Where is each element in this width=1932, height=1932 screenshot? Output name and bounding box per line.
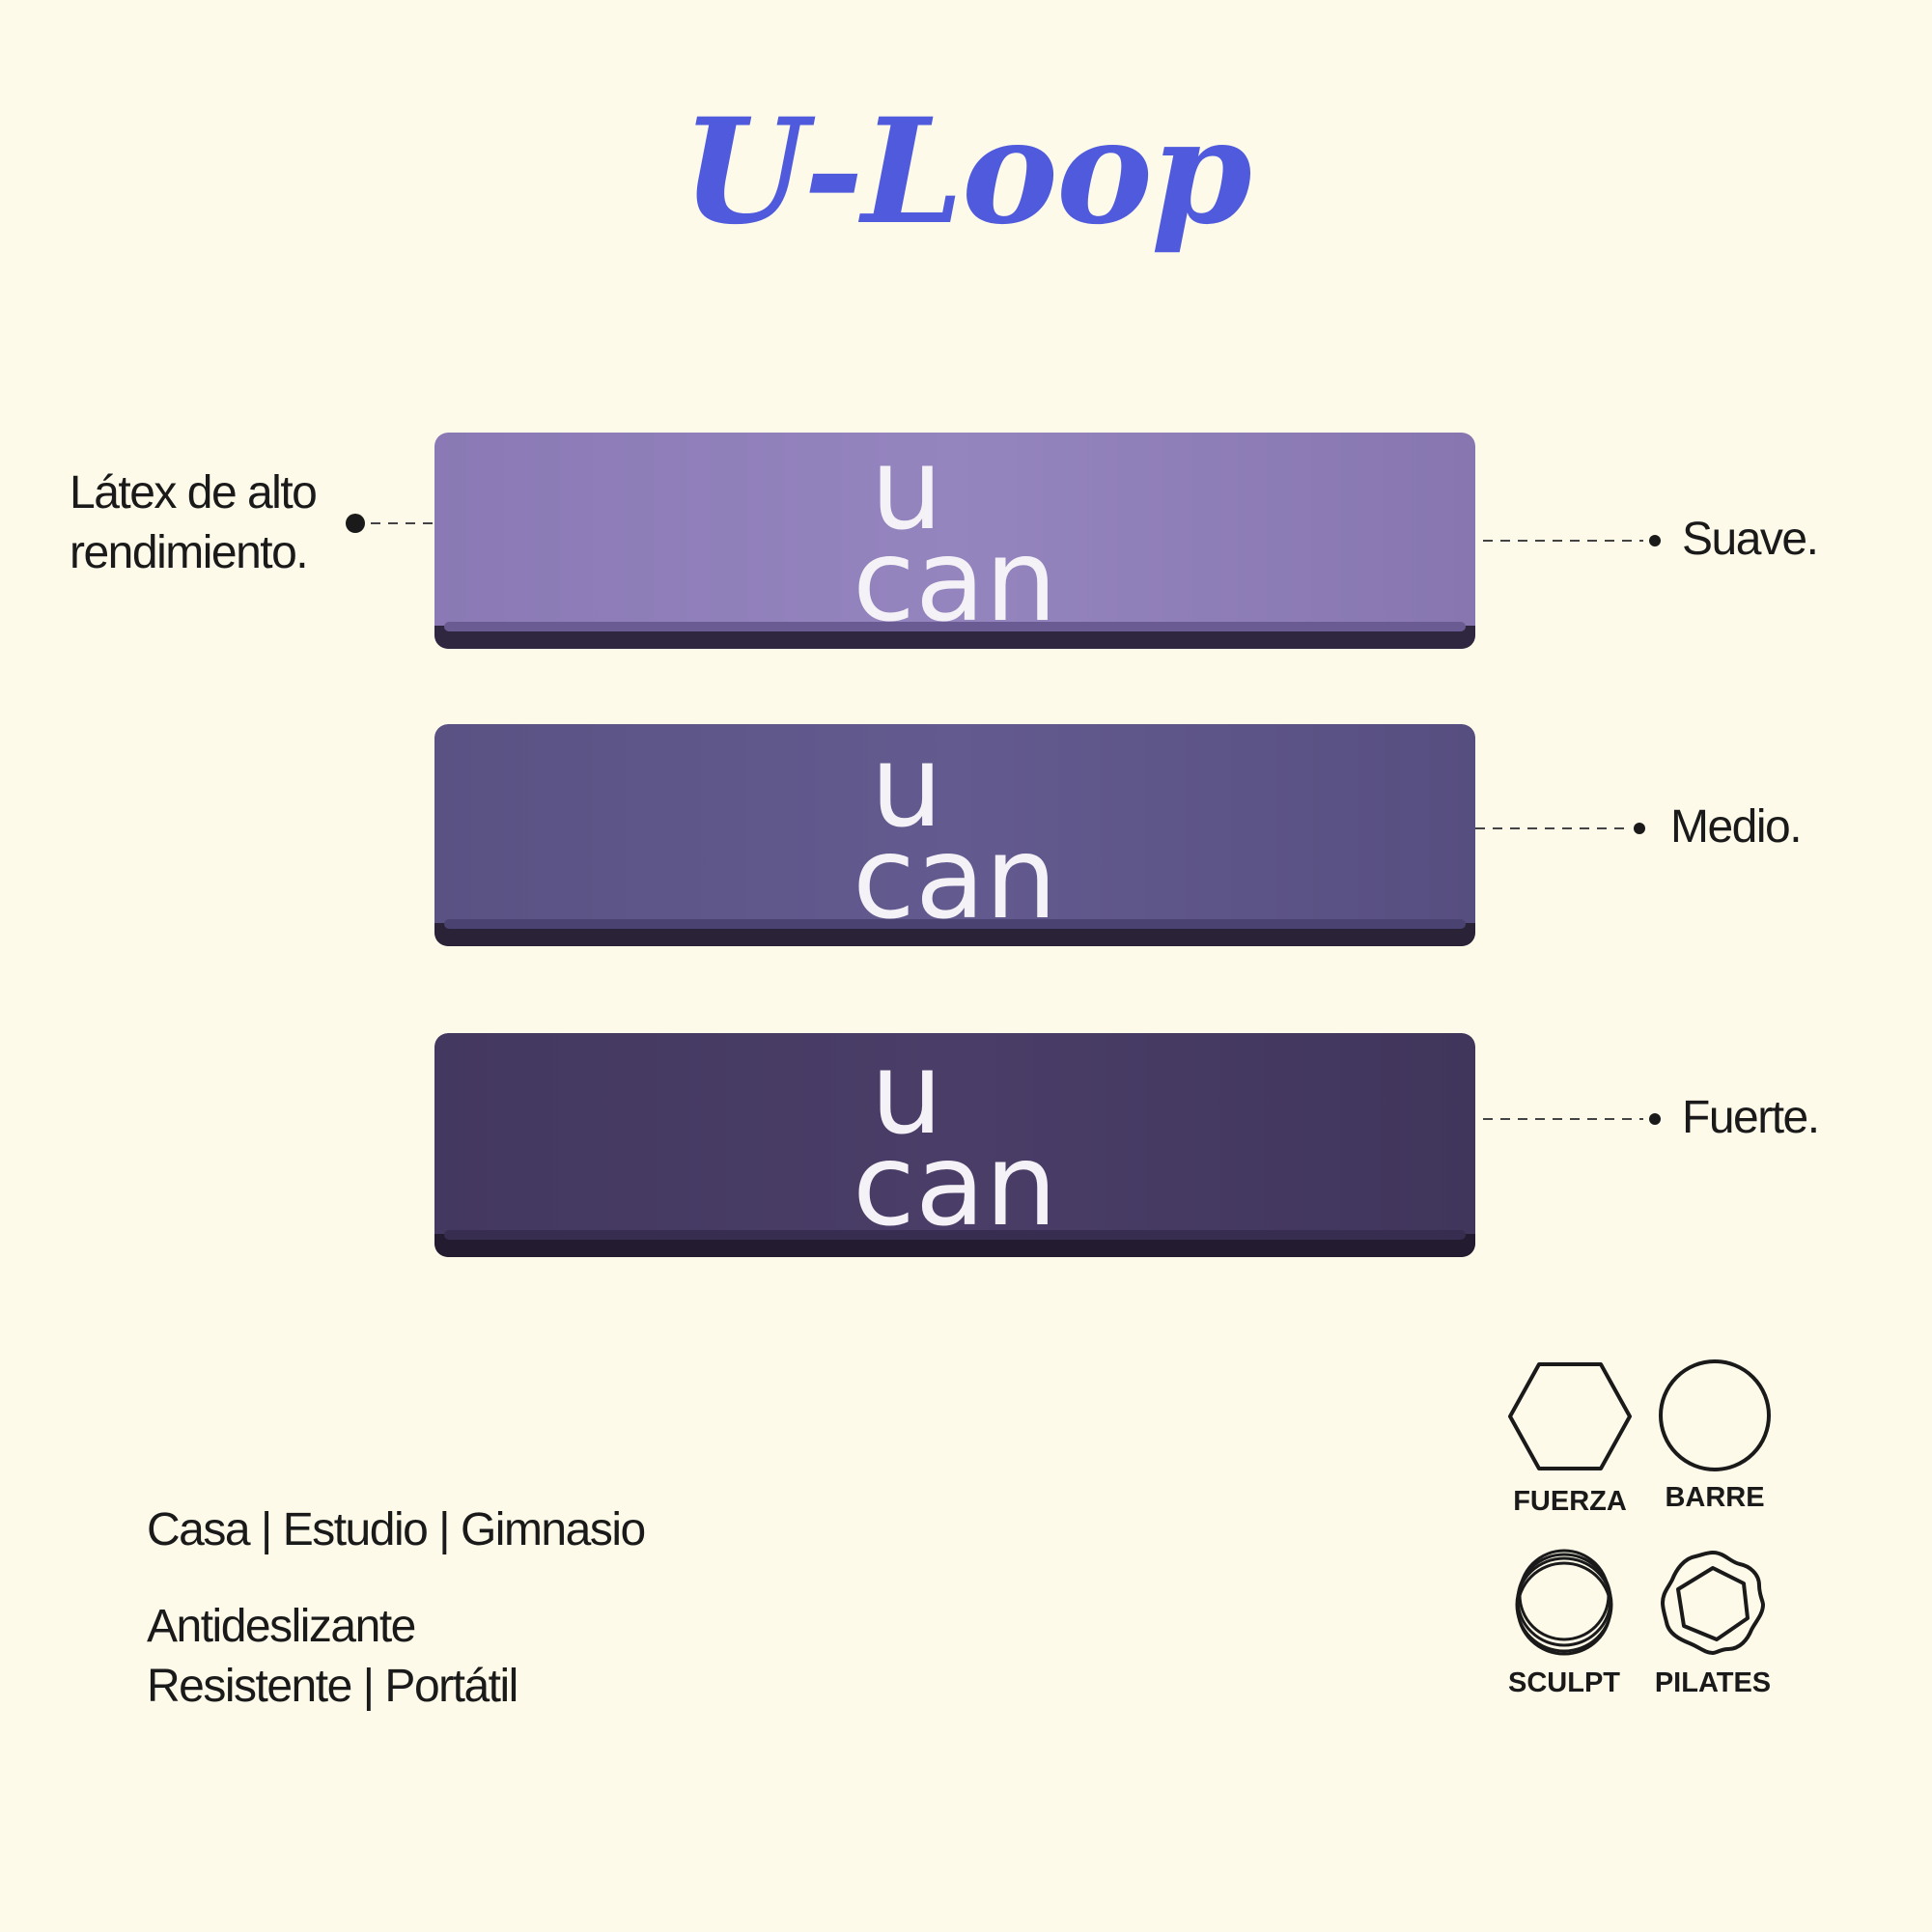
band-medium-shape: [434, 724, 1475, 946]
use-sculpt-label: SCULPT: [1508, 1667, 1620, 1698]
use-barre-label: BARRE: [1665, 1482, 1765, 1513]
level-label-soft: Suave.: [1682, 514, 1819, 565]
logo-line-u: u: [870, 433, 943, 555]
band-dark-shape: [434, 1033, 1475, 1257]
logo-line-u: u: [870, 724, 943, 853]
stacked-rings-icon: [1515, 1549, 1613, 1656]
circle-icon: [1659, 1359, 1771, 1471]
material-line-1: Látex de alto: [70, 467, 318, 518]
band-light-logo: u can: [434, 433, 1475, 647]
logo-line-can: can: [853, 1118, 1057, 1251]
band-dark: u can: [434, 1033, 1475, 1257]
use-barre: BARRE: [1638, 1359, 1792, 1514]
material-leader-line: [346, 514, 433, 533]
level-leader-line-3: [1483, 1113, 1661, 1125]
use-pilates: PILATES: [1636, 1545, 1790, 1699]
logo-line-can: can: [853, 514, 1057, 647]
hexagon-icon: [1508, 1362, 1632, 1470]
band-light-shape: [434, 433, 1475, 649]
level-leader-line-1: [1483, 535, 1661, 546]
band-light: u can: [434, 433, 1475, 649]
logo-line-can: can: [853, 811, 1057, 944]
flower-ring-icon: [1661, 1551, 1765, 1655]
product-title: U-Loop: [682, 87, 1252, 257]
features-line-2: Resistente | Portátil: [147, 1661, 518, 1712]
use-pilates-label: PILATES: [1654, 1667, 1772, 1698]
logo-line-u: u: [870, 1033, 943, 1160]
places-text: Casa | Estudio | Gimnasio: [147, 1504, 646, 1555]
band-medium: u can: [434, 724, 1475, 946]
band-dark-logo: u can: [434, 1033, 1475, 1251]
use-fuerza-label: FUERZA: [1513, 1486, 1627, 1517]
use-sculpt: SCULPT: [1487, 1545, 1641, 1699]
material-line-2: rendimiento.: [70, 527, 309, 578]
features-block: Antideslizante Resistente | Portátil: [147, 1597, 518, 1717]
level-leader-line-2: [1475, 823, 1645, 834]
use-fuerza: FUERZA: [1493, 1361, 1647, 1518]
level-label-strong: Fuerte.: [1682, 1092, 1820, 1143]
features-line-1: Antideslizante: [147, 1601, 416, 1652]
use-cases-grid: FUERZA BARRE SCULPT PILATES: [1487, 1352, 1796, 1738]
material-callout: Látex de alto rendimiento.: [70, 463, 318, 583]
band-medium-logo: u can: [434, 724, 1475, 944]
level-label-medium: Medio.: [1670, 801, 1803, 853]
